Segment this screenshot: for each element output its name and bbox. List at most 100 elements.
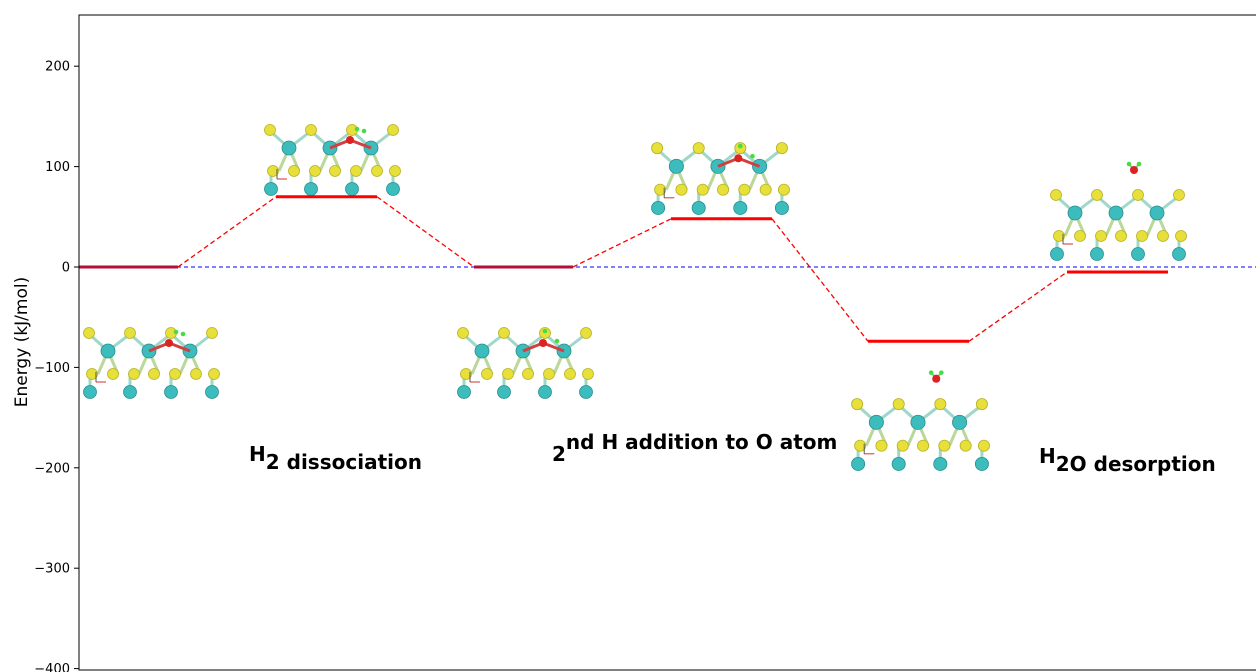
- sulfur-atom: [896, 439, 909, 452]
- oxygen-atom: [539, 339, 547, 347]
- energy-lines: [79, 195, 1256, 343]
- sulfur-atom: [580, 327, 592, 339]
- oxygen-atom: [346, 136, 354, 144]
- sulfur-atom: [83, 327, 95, 339]
- step-labels: H2 dissociation 2nd H addition to O atom H…: [249, 430, 1216, 476]
- metal-atom: [1050, 247, 1064, 261]
- hydrogen-atom: [1126, 161, 1132, 167]
- metal-atom: [345, 182, 359, 196]
- slab-h2o-formed: [851, 370, 990, 471]
- sulfur-atom: [543, 368, 555, 380]
- sulfur-atom: [86, 368, 98, 380]
- sulfur-atom: [107, 368, 119, 380]
- metal-atom: [83, 385, 97, 399]
- metal-atom: [123, 385, 137, 399]
- sulfur-atom: [1095, 230, 1107, 242]
- sulfur-atom: [208, 368, 220, 380]
- oxygen-atom: [1130, 166, 1138, 174]
- sulfur-atom: [977, 439, 990, 452]
- sulfur-atom: [934, 398, 947, 411]
- sulfur-atom: [1074, 230, 1086, 242]
- sulfur-atom: [460, 368, 472, 380]
- metal-atom: [1131, 247, 1145, 261]
- hydrogen-atom: [354, 126, 360, 132]
- slab-h2-dissociated: [264, 124, 401, 196]
- sulfur-atom: [975, 398, 988, 411]
- y-tick-label: −400: [34, 662, 70, 672]
- y-tick-label: −300: [34, 562, 70, 577]
- sulfur-atom: [959, 439, 972, 452]
- sulfur-atom: [350, 165, 362, 177]
- slab-h2o-desorbed: [1050, 161, 1187, 261]
- sulfur-atom: [1115, 230, 1127, 242]
- step-label: H2O desorption: [1039, 444, 1216, 476]
- level-connector: [771, 218, 869, 342]
- level-connector: [177, 196, 277, 268]
- sulfur-atom: [564, 368, 576, 380]
- sulfur-atom: [1136, 230, 1148, 242]
- hydrogen-atom: [173, 329, 179, 335]
- hydrogen-atom: [554, 338, 560, 344]
- slab-intermediate: [457, 327, 594, 399]
- sulfur-atom: [1173, 189, 1185, 201]
- sulfur-atom: [1132, 189, 1144, 201]
- sulfur-atom: [389, 165, 401, 177]
- sulfur-atom: [775, 142, 788, 155]
- y-tick-label: 100: [45, 160, 70, 175]
- plot-frame: [78, 14, 1256, 671]
- hydrogen-atom: [938, 370, 944, 375]
- sulfur-atom: [938, 439, 951, 452]
- metal-atom: [497, 385, 511, 399]
- sulfur-atom: [851, 398, 864, 411]
- hydrogen-atom: [542, 328, 548, 334]
- hydrogen-atom: [737, 143, 743, 149]
- metal-atom: [1172, 247, 1186, 261]
- level-connector: [376, 196, 475, 268]
- metal-atom: [205, 385, 219, 399]
- sulfur-atom: [502, 368, 514, 380]
- structure-images: [83, 124, 1187, 471]
- metal-atom: [100, 343, 116, 359]
- sulfur-atom: [305, 124, 317, 136]
- y-axis-label: Energy (kJ/mol): [12, 277, 32, 407]
- metal-atom: [933, 456, 948, 471]
- metal-atom: [474, 343, 490, 359]
- metal-atom: [579, 385, 593, 399]
- level-connector: [968, 271, 1068, 342]
- step-label: 2nd H addition to O atom: [552, 430, 837, 466]
- sulfur-atom: [169, 368, 181, 380]
- metal-atom: [668, 158, 684, 174]
- y-tick-label: −100: [34, 361, 70, 376]
- sulfur-atom: [651, 142, 664, 155]
- sulfur-atom: [457, 327, 469, 339]
- sulfur-atom: [264, 124, 276, 136]
- sulfur-atom: [875, 439, 888, 452]
- metal-atom: [457, 385, 471, 399]
- metal-atom: [304, 182, 318, 196]
- slab-initial: [83, 327, 220, 399]
- metal-atom: [651, 200, 666, 215]
- metal-atom: [1090, 247, 1104, 261]
- sulfur-atom: [128, 368, 140, 380]
- metal-atom: [1149, 205, 1165, 221]
- metal-atom: [164, 385, 178, 399]
- sulfur-atom: [1091, 189, 1103, 201]
- sulfur-atom: [206, 327, 218, 339]
- sulfur-atom: [522, 368, 534, 380]
- y-tick-label: 200: [45, 60, 70, 75]
- sulfur-atom: [481, 368, 493, 380]
- metal-atom: [733, 200, 748, 215]
- oxygen-atom: [165, 339, 173, 347]
- sulfur-atom: [1050, 189, 1062, 201]
- step-label: H2 dissociation: [249, 442, 422, 474]
- sulfur-atom: [387, 124, 399, 136]
- sulfur-atom: [777, 183, 790, 196]
- y-tick-label: 0: [62, 261, 70, 276]
- metal-atom: [264, 182, 278, 196]
- sulfur-atom: [371, 165, 383, 177]
- metal-atom: [851, 456, 866, 471]
- sulfur-atom: [717, 183, 730, 196]
- sulfur-atom: [582, 368, 594, 380]
- metal-atom: [691, 200, 706, 215]
